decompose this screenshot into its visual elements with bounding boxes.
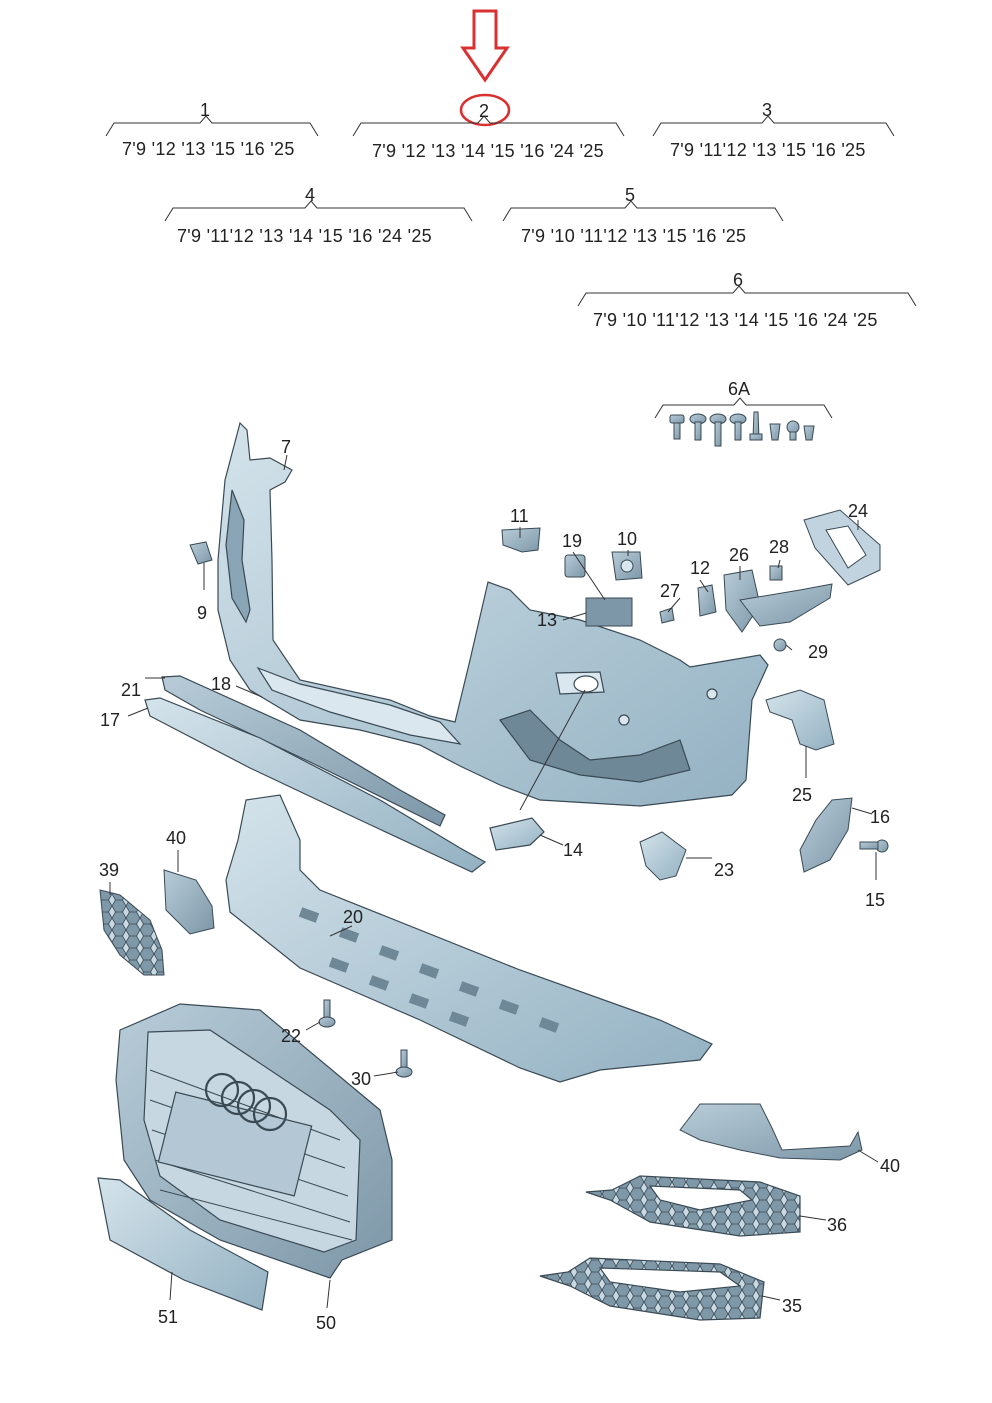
callout-36: 36 <box>827 1215 848 1235</box>
variant-3-number: 3 <box>762 100 773 120</box>
callout-20: 20 <box>343 907 364 927</box>
variant-4-years: 7'9 '11'12 '13 '14 '15 '16 '24 '25 <box>177 226 432 246</box>
bracket-40-left <box>163 869 215 935</box>
callout-18: 18 <box>211 674 232 694</box>
callout-21: 21 <box>121 680 142 700</box>
callout-24: 24 <box>848 501 869 521</box>
variant-2-number: 2 <box>479 101 490 121</box>
bolt-15 <box>859 839 889 853</box>
callout-23: 23 <box>714 860 735 880</box>
bumper-cover <box>217 421 769 807</box>
bracket-40-right <box>679 1103 863 1161</box>
callout-40-left: 40 <box>166 828 187 848</box>
variant-5-number: 5 <box>625 185 636 205</box>
highlight-circle-icon <box>459 93 511 127</box>
plate-holder-51 <box>97 1177 269 1311</box>
callout-17: 17 <box>100 710 121 730</box>
callout-30: 30 <box>351 1069 372 1089</box>
callout-35: 35 <box>782 1296 803 1316</box>
grille-strips <box>144 675 487 873</box>
variant-1-years: 7'9 '12 '13 '15 '16 '25 <box>122 139 295 159</box>
hardware-set-6a <box>669 411 815 447</box>
bracket-9 <box>189 541 213 565</box>
grille-insert-35 <box>539 1257 765 1321</box>
callout-22: 22 <box>281 1026 302 1046</box>
variant-3-years: 7'9 '11'12 '13 '15 '16 '25 <box>670 140 866 160</box>
callout-12: 12 <box>690 558 711 578</box>
bracket-16 <box>799 797 853 873</box>
callout-27: 27 <box>660 581 681 601</box>
callout-25: 25 <box>792 785 813 805</box>
cap-14 <box>489 817 545 851</box>
variant-2-years: 7'9 '12 '13 '14 '15 '16 '24 '25 <box>372 141 604 161</box>
callout-19: 19 <box>562 531 583 551</box>
callout-28: 28 <box>769 537 790 557</box>
grille-insert-36 <box>585 1175 801 1237</box>
callout-16: 16 <box>870 807 891 827</box>
callout-39: 39 <box>99 860 120 880</box>
callout-14: 14 <box>563 840 584 860</box>
down-arrow-icon <box>460 9 510 83</box>
hardware-set-label: 6A <box>728 379 751 399</box>
bracket-25 <box>765 689 835 751</box>
grille-insert-39 <box>99 889 165 976</box>
callout-51: 51 <box>158 1307 179 1327</box>
leader-lines <box>109 454 879 1309</box>
callout-15: 15 <box>865 890 886 910</box>
grille-50 <box>115 1003 393 1279</box>
callout-29: 29 <box>808 642 829 662</box>
small-brackets <box>501 509 881 652</box>
variant-brackets <box>105 115 917 419</box>
callout-9: 9 <box>197 603 208 623</box>
variant-5-years: 7'9 '10 '11'12 '13 '15 '16 '25 <box>521 226 747 246</box>
reinforcement-20 <box>225 794 713 1083</box>
callout-10: 10 <box>617 529 638 549</box>
bolts-22-30 <box>318 999 413 1078</box>
variant-6-years: 7'9 '10 '11'12 '13 '14 '15 '16 '24 '25 <box>593 310 878 330</box>
callout-40-right: 40 <box>880 1156 901 1176</box>
callout-13: 13 <box>537 610 558 630</box>
bracket-23 <box>639 831 687 881</box>
variant-1-number: 1 <box>200 100 211 120</box>
variant-6-number: 6 <box>733 270 744 290</box>
callout-26: 26 <box>729 545 750 565</box>
callout-11: 11 <box>510 506 529 526</box>
variant-4-number: 4 <box>305 185 316 205</box>
callout-50: 50 <box>316 1313 337 1333</box>
callout-7: 7 <box>281 437 292 457</box>
